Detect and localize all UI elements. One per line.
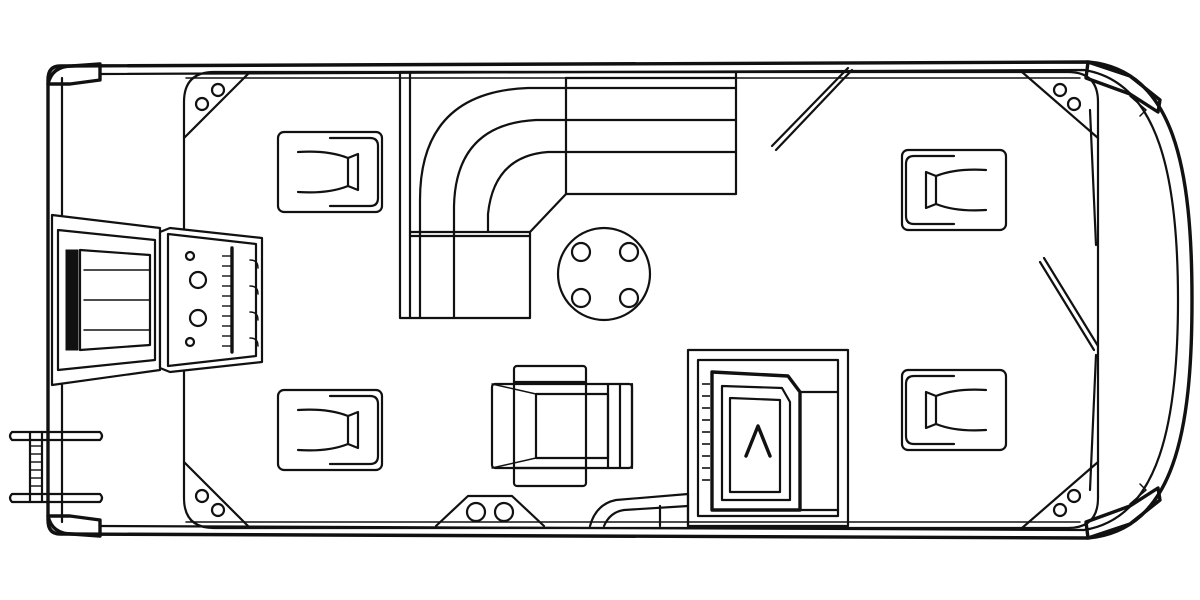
platform-icon — [50, 213, 264, 387]
chair-icon — [490, 364, 634, 488]
bow-gate-icon — [770, 66, 1100, 352]
fishing-seat-bow-top — [900, 148, 1008, 232]
seat-icon — [276, 130, 1008, 472]
deck-fence — [182, 70, 1100, 530]
helm-icon — [588, 348, 850, 528]
sofa-icon — [398, 70, 738, 320]
hull-outline — [46, 60, 1194, 540]
step-icon — [434, 494, 546, 528]
fishing-seat-bow-bottom — [900, 368, 1008, 452]
fishing-seat-rear-top — [276, 130, 384, 214]
fishing-seat-rear-bottom — [276, 388, 384, 472]
ladder-icon — [8, 430, 104, 504]
table-icon — [556, 226, 652, 322]
